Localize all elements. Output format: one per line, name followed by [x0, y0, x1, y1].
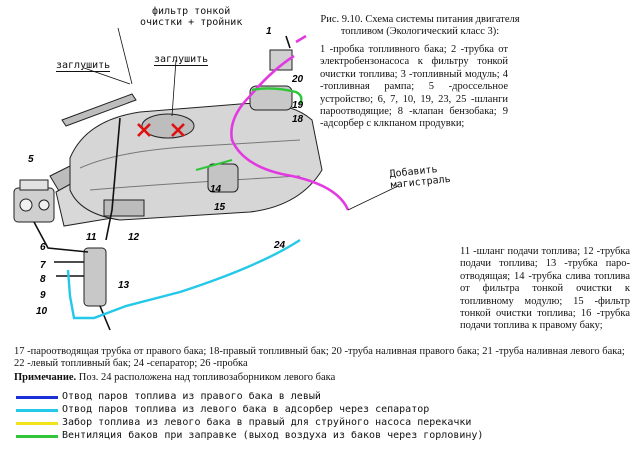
legend-swatch	[16, 396, 58, 399]
part-20: 20	[291, 74, 304, 85]
part-15: 15	[214, 202, 226, 213]
legend-item: Забор топлива из левого бака в правый дл…	[14, 416, 634, 429]
note-text: Поз. 24 расположена над топливозаборнико…	[76, 372, 336, 383]
magenta-stub	[295, 34, 307, 44]
legend-item: Отвод паров топлива из правого бака в ле…	[14, 390, 634, 403]
part-18: 18	[292, 114, 304, 125]
legend: Отвод паров топлива из правого бака в ле…	[14, 390, 634, 442]
plug-marks	[137, 123, 185, 137]
caption-bottom: 17 -пароотводящая трубка от правого бака…	[14, 346, 625, 370]
caption-note: Примечание. Поз. 24 расположена над топл…	[14, 372, 632, 384]
part-labels: 1 20 19 18 5 14 15 11 12 6 7 8 9 10 13 2…	[28, 26, 304, 317]
green-short	[195, 159, 233, 171]
green-line	[251, 87, 303, 105]
legend-label: Отвод паров топлива из левого бака в адс…	[62, 404, 430, 415]
part-7: 7	[40, 260, 46, 271]
part-14: 14	[210, 184, 222, 195]
legend-item: Вентиляция баков при заправке (выход воз…	[14, 429, 634, 442]
legend-swatch	[16, 435, 58, 438]
plug-right-annotation: заглушить	[154, 54, 209, 66]
part-13: 13	[118, 280, 130, 291]
part-8: 8	[40, 274, 46, 285]
legend-label: Забор топлива из левого бака в правый дл…	[62, 417, 472, 428]
note-label: Примечание.	[14, 372, 77, 383]
cyan-line	[66, 238, 301, 320]
part-1: 1	[266, 26, 272, 37]
legend-swatch	[16, 422, 58, 425]
caption-body: 1 -пробка топливного бака; 2 -трубка от …	[320, 44, 508, 130]
plug-left-annotation: заглушить	[56, 60, 111, 72]
part-11: 11	[86, 232, 97, 243]
legend-swatch	[16, 409, 58, 412]
part-6: 6	[40, 242, 46, 253]
part-5: 5	[28, 154, 34, 165]
black-lines	[33, 35, 291, 331]
legend-item: Отвод паров топлива из левого бака в адс…	[14, 403, 634, 416]
figure-caption: Рис. 9.10. Схема системы питания двигате…	[320, 14, 520, 37]
caption-right: 11 -шланг подачи топлива; 12 -трубка под…	[460, 246, 630, 332]
part-12: 12	[128, 232, 140, 243]
magenta-line	[230, 54, 350, 211]
legend-label: Вентиляция баков при заправке (выход воз…	[62, 430, 484, 441]
part-24: 24	[273, 240, 286, 251]
part-10: 10	[36, 306, 48, 317]
filter-annotation: фильтр тонкой очистки + тройник	[140, 6, 243, 28]
legend-label: Отвод паров топлива из правого бака в ле…	[62, 391, 321, 402]
fuel-tank	[69, 49, 323, 307]
part-9: 9	[40, 290, 46, 301]
part-19: 19	[292, 100, 304, 111]
